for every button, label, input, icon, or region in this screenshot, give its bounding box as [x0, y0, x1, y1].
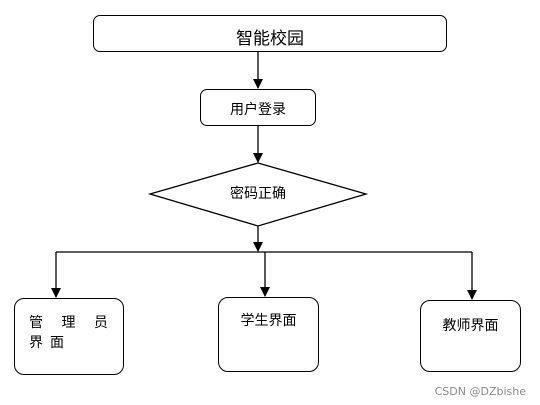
teacher-label: 教师界面 — [442, 318, 499, 334]
student-label: 学生界面 — [240, 313, 297, 329]
admin-node: 管 理 员 界面 — [14, 298, 124, 375]
check-label: 密码正确 — [230, 186, 286, 202]
admin-label: 管 理 员 界面 — [29, 315, 115, 351]
student-node: 学生界面 — [218, 297, 319, 372]
title-label: 智能校园 — [236, 29, 304, 49]
login-node: 用户登录 — [200, 89, 316, 126]
teacher-node: 教师界面 — [420, 300, 521, 372]
title-node: 智能校园 — [93, 15, 447, 52]
watermark: CSDN @DZbishe — [434, 385, 526, 398]
login-label: 用户登录 — [230, 102, 286, 118]
